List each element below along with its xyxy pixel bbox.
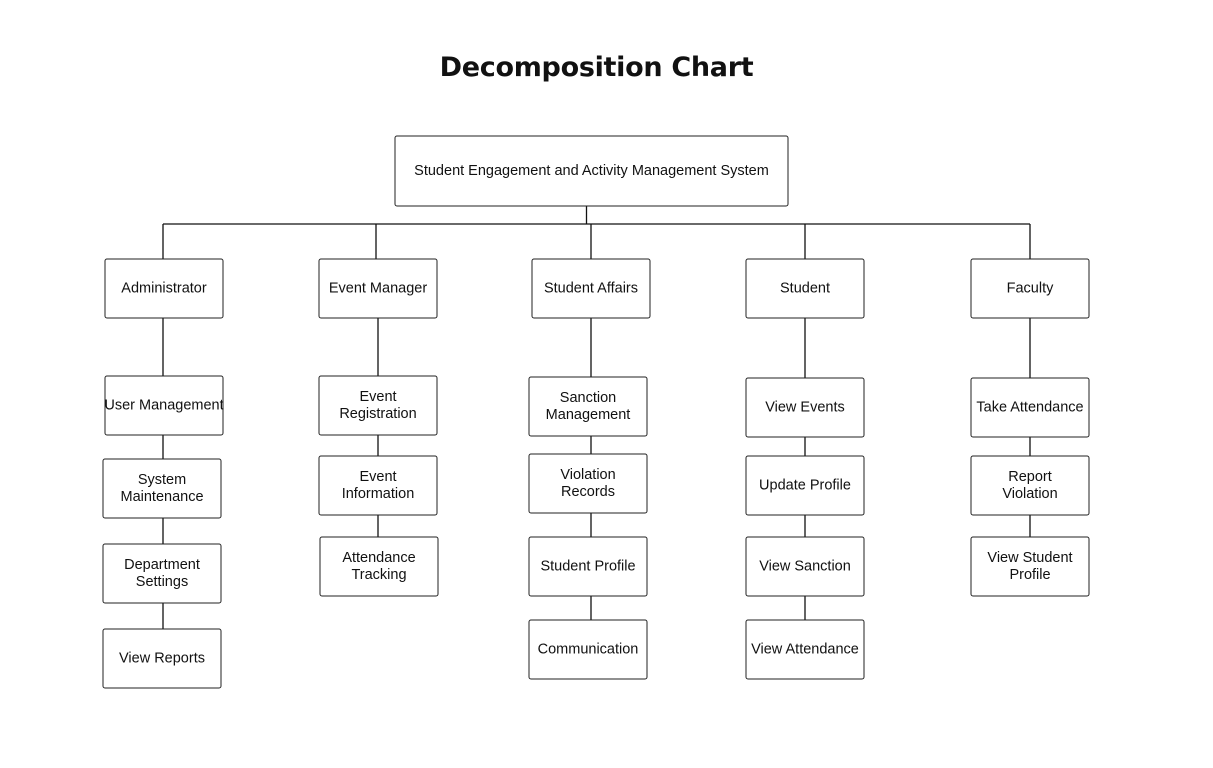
child-node: View Events	[745, 377, 865, 438]
child-node: View Reports	[102, 628, 222, 689]
child-node-box	[970, 536, 1090, 597]
child-node: View Attendance	[745, 619, 865, 680]
child-node-box	[102, 628, 222, 689]
child-node-box	[528, 453, 648, 514]
root-node: Student Engagement and Activity Manageme…	[394, 135, 789, 207]
module-node: Student Affairs	[531, 258, 651, 319]
child-node-label: View Reports	[119, 651, 205, 667]
child-node: Update Profile	[745, 455, 865, 516]
child-node: View Sanction	[745, 536, 865, 597]
child-node-box	[528, 376, 648, 437]
child-node-box	[970, 377, 1090, 438]
child-node-box	[745, 377, 865, 438]
module-node-box	[745, 258, 865, 319]
module-node: Faculty	[970, 258, 1090, 319]
module-node-label: Faculty	[1007, 281, 1054, 297]
child-node-box	[318, 375, 438, 436]
child-node-box	[745, 536, 865, 597]
child-node-label: View Attendance	[751, 642, 859, 658]
module-node-label: Student Affairs	[544, 281, 638, 297]
chart-title: Decomposition Chart	[439, 52, 754, 83]
module-node-box	[531, 258, 651, 319]
module-node-box	[104, 258, 224, 319]
child-node-label: View Events	[765, 400, 845, 416]
child-node: Student Profile	[528, 536, 648, 597]
root-node-label: Student Engagement and Activity Manageme…	[414, 163, 769, 179]
root-node-box	[394, 135, 789, 207]
diagram-nodes: Student Engagement and Activity Manageme…	[102, 135, 1090, 689]
child-node-box	[528, 619, 648, 680]
child-node-box	[102, 458, 222, 519]
child-node: Communication	[528, 619, 648, 680]
module-node-box	[318, 258, 438, 319]
module-node: Student	[745, 258, 865, 319]
child-node: Take Attendance	[970, 377, 1090, 438]
module-node-box	[970, 258, 1090, 319]
child-node-label: View Sanction	[759, 559, 851, 575]
child-node-label: Take Attendance	[976, 400, 1083, 416]
child-node-label: User Management	[104, 398, 223, 414]
child-node-box	[970, 455, 1090, 516]
child-node-box	[745, 619, 865, 680]
module-node: Administrator	[104, 258, 224, 319]
child-node-label: Student Profile	[540, 559, 635, 575]
child-node-box	[104, 375, 224, 436]
child-node-box	[745, 455, 865, 516]
child-node-box	[528, 536, 648, 597]
child-node-box	[319, 536, 439, 597]
child-node-box	[318, 455, 438, 516]
child-node-label: Update Profile	[759, 478, 851, 494]
child-node-box	[102, 543, 222, 604]
module-node-label: Event Manager	[329, 281, 428, 297]
child-node-label: Communication	[538, 642, 639, 658]
module-node-label: Administrator	[121, 281, 207, 297]
child-node: User Management	[104, 375, 224, 436]
module-node-label: Student	[780, 281, 830, 297]
module-node: Event Manager	[318, 258, 438, 319]
